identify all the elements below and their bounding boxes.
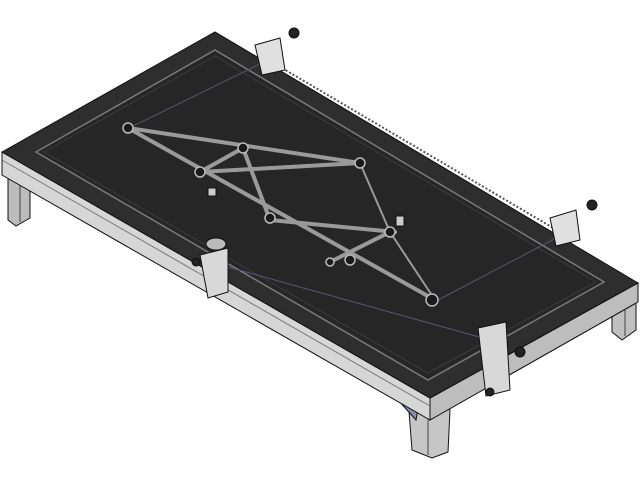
- clamp-front-right: [477, 321, 511, 397]
- linkage-joints: [122, 122, 439, 307]
- guide-rail-front: [209, 261, 491, 341]
- clamp-blocks: [191, 27, 598, 397]
- joint: [122, 122, 134, 134]
- joint: [264, 212, 276, 224]
- clamp-front-left: [199, 247, 229, 299]
- joint: [354, 157, 366, 169]
- joint: [344, 254, 356, 266]
- clamp-knob: [288, 27, 300, 39]
- clamp-back: [254, 37, 286, 76]
- clamp-right: [549, 209, 581, 247]
- joint: [194, 166, 206, 178]
- joint: [237, 142, 249, 154]
- clamp-knob: [586, 199, 598, 211]
- joint: [384, 226, 396, 238]
- clamp-knob: [485, 387, 495, 397]
- guide-rail-back: [264, 57, 561, 233]
- joint: [425, 293, 439, 307]
- clamp-knob: [205, 237, 227, 251]
- tabletop-inner-panel: [34, 49, 606, 381]
- clamp-knob: [514, 346, 526, 358]
- joint: [325, 257, 335, 267]
